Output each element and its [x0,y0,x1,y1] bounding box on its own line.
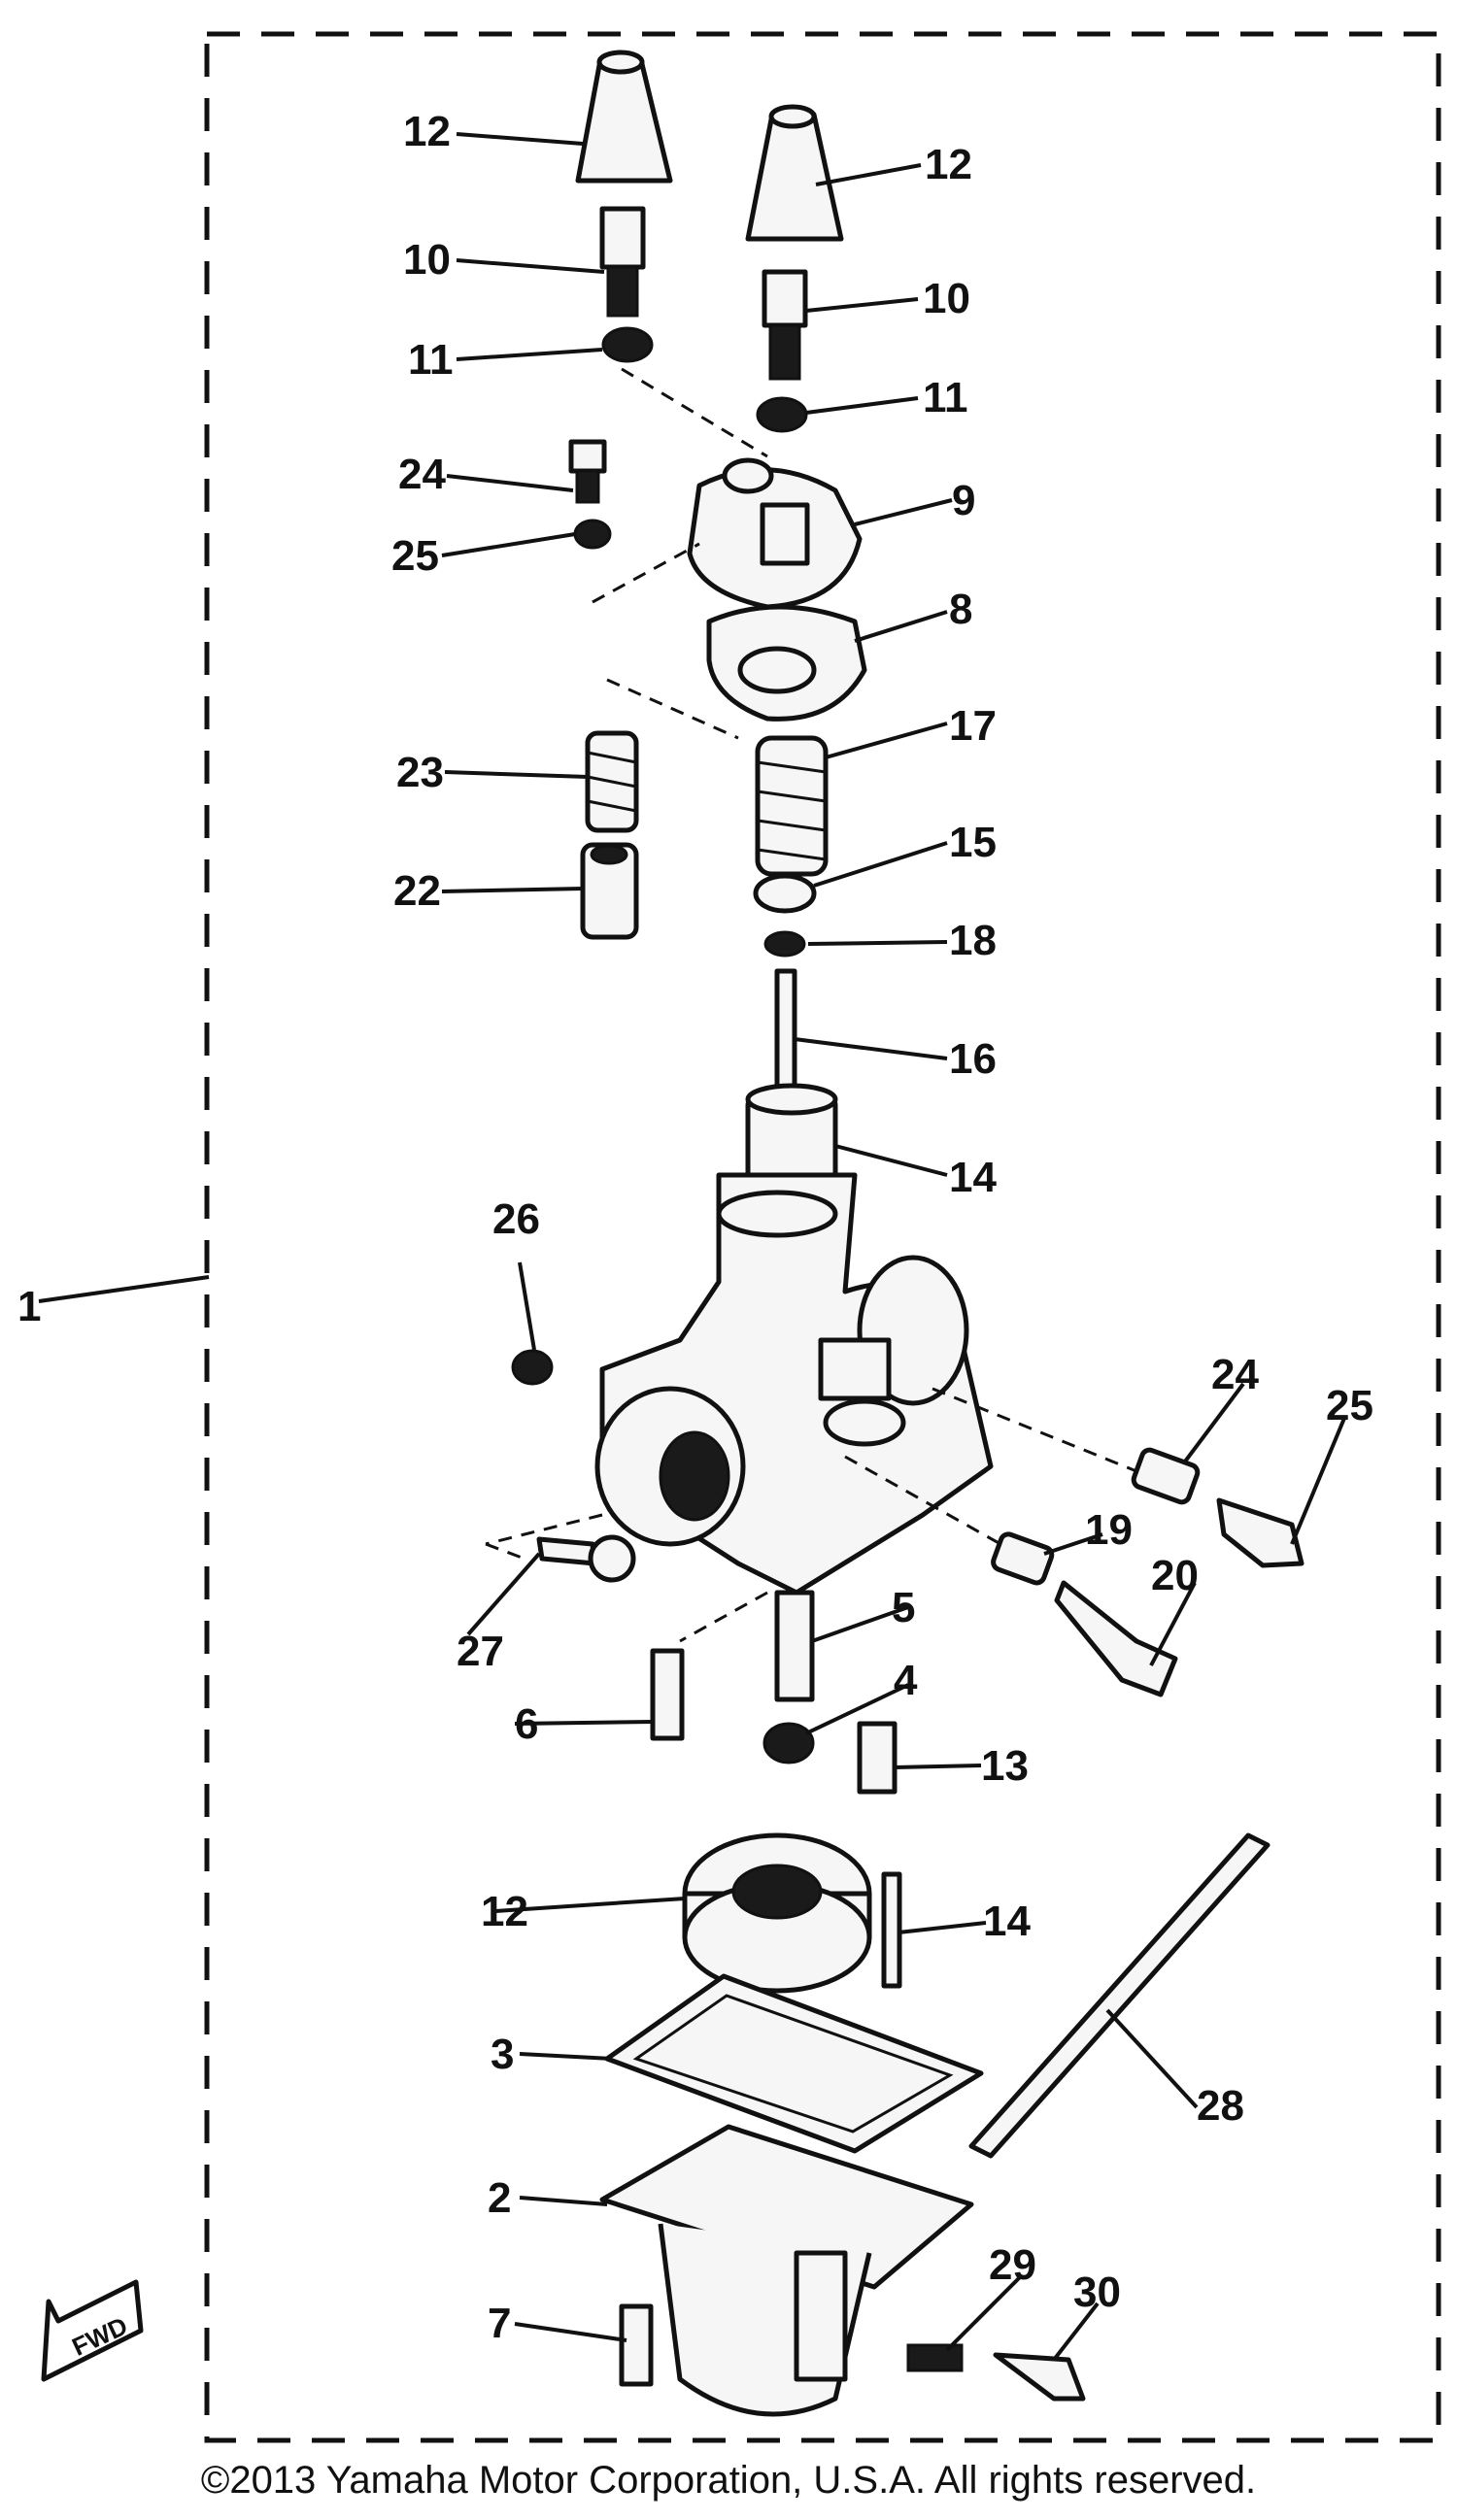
part-10-screw-left[interactable] [599,206,646,318]
callout-32: 29 [989,2241,1036,2289]
callout-22: 20 [1151,1552,1199,1599]
callout-20: 18 [949,917,997,964]
part-31-rod[interactable] [968,1832,1271,2159]
callout-30: 27 [457,1628,504,1675]
part-23-plunger[interactable] [580,842,639,940]
carburetor-body[interactable] [594,1172,994,1596]
callout-25: 24 [398,451,446,498]
copyright-text: ©2013 Yamaha Motor Corporation, U.S.A. A… [200,2459,1257,2502]
callout-29: 26 [492,1195,540,1243]
callout-8: 8 [949,586,972,633]
callout-17: 15 [949,819,997,866]
part-17-clip[interactable] [753,873,817,914]
callout-26: 25 [391,532,439,580]
callout-5: 5 [892,1584,915,1631]
callout-7: 7 [488,2300,511,2347]
callout-6: 6 [515,1700,538,1748]
callout-31: 28 [1197,2082,1244,2130]
part-9-top[interactable] [687,457,863,610]
part-27-spring[interactable] [1131,1447,1201,1505]
callout-19: 17 [949,702,997,750]
part-5-main-jet[interactable] [774,1590,815,1702]
callout-23: 22 [393,867,441,915]
part-6-pilot-jet[interactable] [650,1648,685,1741]
callout-11-right: 11 [923,374,968,421]
part-15-pin[interactable] [881,1871,902,1989]
callout-16: 14 [949,1154,997,1201]
callout-10-left: 10 [403,236,451,284]
callout-21: 19 [1085,1506,1133,1554]
callout-12-right: 12 [925,141,972,188]
part-25-screw[interactable] [568,439,607,504]
part-4-washer[interactable] [762,1722,815,1764]
part-28-screw[interactable] [1216,1497,1305,1568]
part-29-nut[interactable] [511,1349,554,1386]
part-32-screw[interactable] [906,2343,964,2372]
leader-lines [38,132,1347,2362]
part-11-nut-right[interactable] [756,396,808,433]
callout-3: 3 [491,2031,514,2078]
part-7-screw[interactable] [619,2303,654,2387]
alignment-guides [485,367,1137,1643]
callout-9: 9 [952,477,975,524]
part-3-gasket[interactable] [604,1973,984,2154]
part-11-nut-left[interactable] [601,326,654,363]
callout-15: 14 [983,1898,1031,1945]
callout-27: 24 [1211,1351,1259,1398]
part-26-washer[interactable] [573,519,612,550]
assembly-boundary [204,31,1441,2443]
part-30-screw[interactable] [536,1534,636,1583]
part-24-spring[interactable] [585,730,639,833]
callout-2: 2 [488,2174,511,2222]
part-19-spring[interactable] [755,735,829,877]
callout-10-right: 10 [923,275,970,322]
fwd-arrow-icon: FWD [41,2279,144,2382]
part-22-screw[interactable] [1054,1580,1178,1697]
part-21-spring[interactable] [991,1531,1055,1586]
part-12-cap-left[interactable] [575,50,673,184]
callout-24: 23 [396,749,444,796]
callout-28: 25 [1326,1382,1373,1429]
callout-14: 13 [981,1742,1029,1790]
part-2-float-bowl[interactable] [599,2124,974,2417]
callout-11-left: 11 [408,336,454,384]
part-20-ring[interactable] [763,930,806,958]
part-33-screw[interactable] [993,2352,1086,2402]
part-13-float[interactable] [682,1832,872,1994]
part-14-fitting[interactable] [857,1721,898,1795]
callout-18: 16 [949,1035,997,1083]
callout-13: 12 [481,1888,528,1935]
callout-33: 30 [1073,2268,1121,2316]
callout-4: 4 [894,1657,918,1704]
part-10-screw-right[interactable] [762,269,808,381]
callout-12-left: 12 [403,108,451,155]
part-12-cap-right[interactable] [745,104,844,242]
callout-1: 1 [17,1283,41,1330]
